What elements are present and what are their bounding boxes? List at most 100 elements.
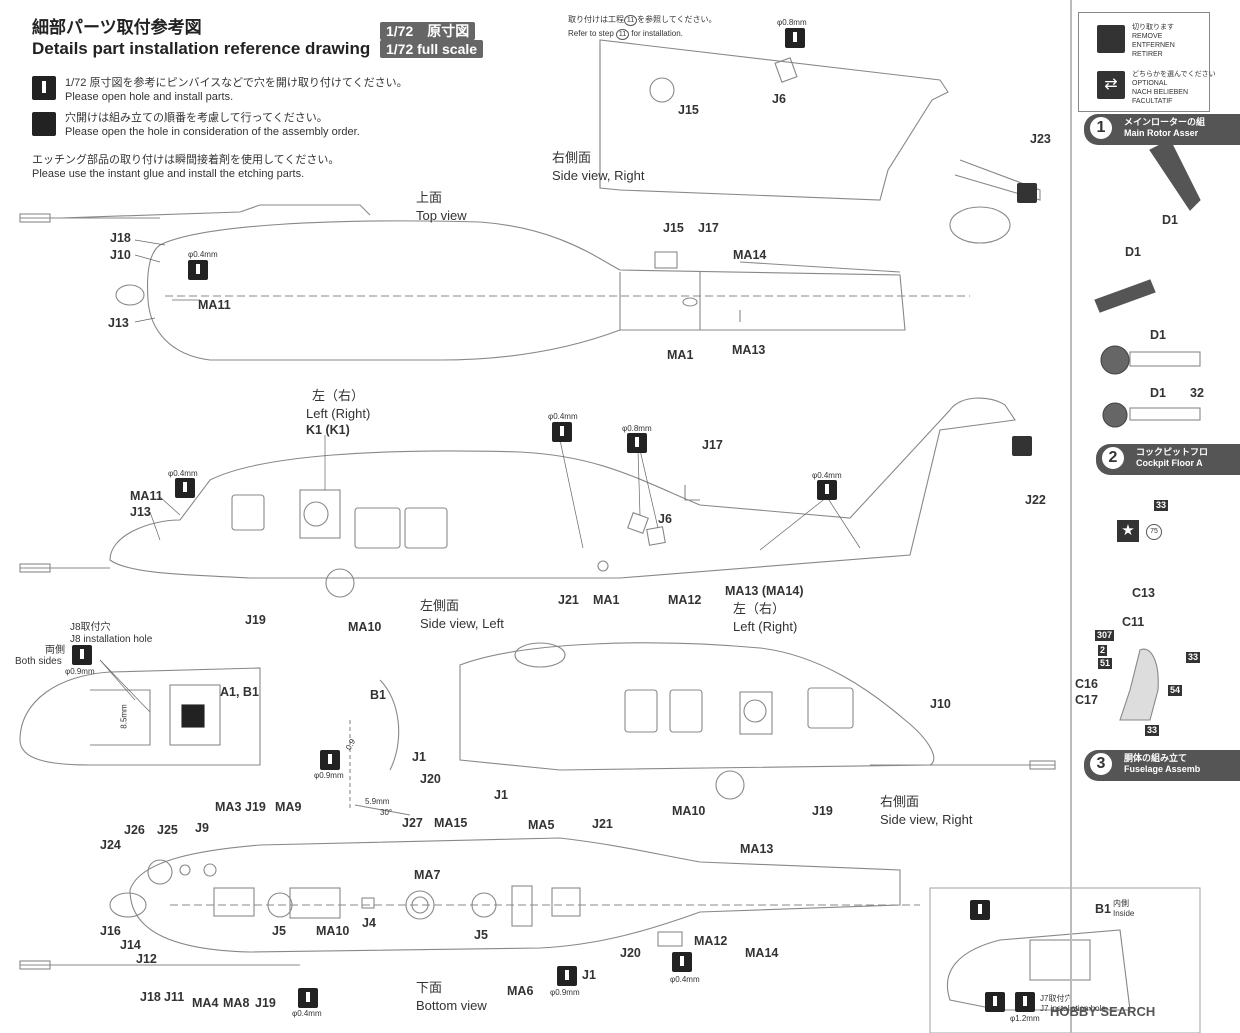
drill-icon <box>672 952 692 972</box>
part-ma12-left: MA12 <box>668 593 702 607</box>
part-ma14-bottom: MA14 <box>745 946 779 960</box>
both-sides-jp: 両側 <box>45 645 65 656</box>
scale-jp: 1/72 原寸図 <box>380 22 476 40</box>
order-drill-icon <box>32 112 56 136</box>
top-view-fuselage <box>146 220 906 361</box>
b1-inside-en: Inside <box>1113 909 1135 918</box>
optional-arrows-icon: ⇄ <box>1097 71 1125 99</box>
part-j9: J9 <box>195 821 209 835</box>
j6-part <box>774 57 798 83</box>
step3-number: 3 <box>1088 751 1114 777</box>
part-ma1-left: MA1 <box>593 593 620 607</box>
part-c13: C13 <box>1132 586 1155 600</box>
part-a1-b1: A1, B1 <box>220 685 259 699</box>
view-right2-en: Side view, Right <box>880 812 973 827</box>
dim-inset-d12: φ1.2mm <box>1010 1014 1040 1023</box>
part-ma13-top: MA13 <box>732 343 766 357</box>
order-instruction-en: Please open the hole in consideration of… <box>65 126 360 138</box>
part-33-a: 33 <box>1154 500 1169 511</box>
part-j12: J12 <box>136 952 157 966</box>
part-ma9: MA9 <box>275 800 302 814</box>
part-j6-left: J6 <box>658 512 672 526</box>
drill-icon <box>320 750 340 770</box>
glue-instruction-en: Please use the instant glue and install … <box>32 168 305 180</box>
dim-m59: 5.9mm <box>365 797 390 806</box>
part-j20: J20 <box>420 772 441 786</box>
part-ma6: MA6 <box>507 984 534 998</box>
legend-optional-fr: FACULTATIF <box>1132 98 1173 105</box>
part-j21-left: J21 <box>558 593 579 607</box>
view-top-jp: 上面 <box>416 190 443 205</box>
part-j18-bottom: J18 <box>140 990 161 1004</box>
tail-rotor-right <box>949 206 1011 244</box>
step1-number: 1 <box>1088 115 1114 141</box>
b1-curve <box>379 679 400 771</box>
panel-divider <box>1070 0 1072 1033</box>
part-d1-b: D1 <box>1125 245 1141 259</box>
dim-left-d08: φ0.8mm <box>622 424 652 433</box>
part-b1-inset: B1 <box>1095 902 1111 916</box>
view-bottom-jp: 下面 <box>416 980 443 995</box>
dim-deg30: 30° <box>380 808 393 817</box>
part-ma10-right: MA10 <box>672 804 706 818</box>
tail-side-outline <box>599 39 949 201</box>
dim-bottom-d04-a: φ0.4mm <box>670 975 700 984</box>
dim-top-d04: φ0.4mm <box>188 250 218 259</box>
drill-instruction-en: Please open hole and install parts. <box>65 91 234 103</box>
view-left-en: Side view, Left <box>420 616 504 631</box>
bottom-view-fuselage <box>129 837 901 953</box>
part-ma13-bottom: MA13 <box>740 842 774 856</box>
j7-hole-en: J7 installation hole <box>1040 1004 1106 1013</box>
legend-remove-jp: 切り取ります <box>1132 24 1174 31</box>
part-ma10-bottom: MA10 <box>316 924 350 938</box>
drill-icon <box>970 900 990 920</box>
part-j19-bottom: J19 <box>245 800 266 814</box>
part-ma11-top: MA11 <box>198 298 231 312</box>
legend-remove-fr: RETIRER <box>1132 51 1163 58</box>
scale-en: 1/72 full scale <box>380 40 484 58</box>
part-j19-bottom2: J19 <box>255 996 276 1010</box>
drill-icon <box>72 645 92 665</box>
part-j15-top: J15 <box>663 221 684 235</box>
left-side-fuselage <box>109 397 1016 579</box>
part-j24: J24 <box>100 838 121 852</box>
part-j13-left: J13 <box>130 505 151 519</box>
part-j17-left: J17 <box>702 438 723 452</box>
step1-title-en: Main Rotor Asser <box>1124 128 1199 138</box>
part-ma4: MA4 <box>192 996 219 1010</box>
part-2: 2 <box>1098 645 1108 656</box>
part-j19-left: J19 <box>245 613 266 627</box>
step3-title-jp: 胴体の組み立て <box>1124 753 1188 763</box>
part-j18-top: J18 <box>110 231 131 245</box>
part-j15: J15 <box>678 103 699 117</box>
part-j16: J16 <box>100 924 121 938</box>
step-num-badge: 11 <box>624 15 637 26</box>
step1-title-jp: メインローターの組 <box>1124 117 1206 127</box>
order-instruction-jp: 穴開けは組み立ての順番を考慮して行ってください。 <box>65 112 328 124</box>
tail-fin-right <box>954 159 1041 201</box>
view-right2-jp: 右側面 <box>880 794 920 809</box>
j15-part <box>649 77 675 103</box>
part-j20-bottom: J20 <box>620 946 641 960</box>
part-j5-b: J5 <box>474 928 488 942</box>
drill-icon <box>557 966 577 986</box>
part-ma3: MA3 <box>215 800 242 814</box>
glue-instruction-jp: エッチング部品の取り付けは瞬間接着剤を使用してください。 <box>32 154 340 166</box>
legend-optional-jp: どちらかを選んでください <box>1132 71 1216 78</box>
drill-icon <box>985 992 1005 1012</box>
legend-box: 切り取ります REMOVE ENTFERNEN RETIRER ⇄ どちらかを選… <box>1078 12 1216 112</box>
drill-icon <box>298 988 318 1008</box>
view-right-jp: 右側面 <box>552 150 592 165</box>
part-33-c: 33 <box>1186 652 1201 663</box>
part-ma15: MA15 <box>434 816 468 830</box>
part-32: 32 <box>1190 386 1204 400</box>
legend-optional-en: OPTIONAL <box>1132 80 1168 87</box>
title-en: Details part installation reference draw… <box>32 39 371 58</box>
pilot-figure <box>1119 648 1159 721</box>
part-c17: C17 <box>1075 693 1098 707</box>
drill-icon <box>32 76 56 100</box>
remove-icon <box>1017 183 1037 203</box>
part-j14: J14 <box>120 938 141 952</box>
title-jp: 細部パーツ取付参考図 <box>32 18 202 37</box>
